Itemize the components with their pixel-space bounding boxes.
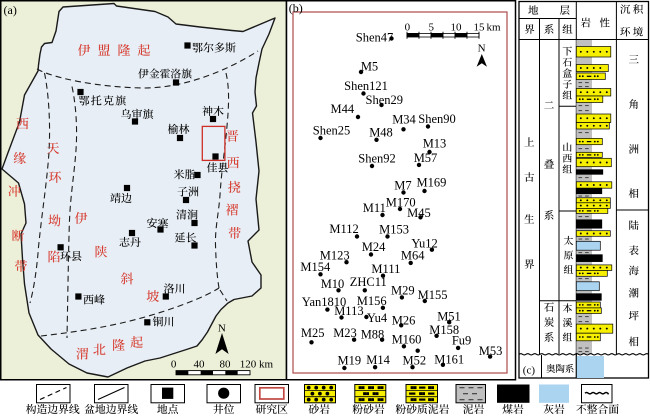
svg-text:M13: M13 bbox=[423, 137, 447, 151]
svg-text:M154: M154 bbox=[300, 260, 331, 274]
svg-text:km: km bbox=[259, 359, 274, 371]
svg-text:M153: M153 bbox=[379, 223, 409, 237]
svg-text:M34: M34 bbox=[392, 113, 416, 127]
svg-text:Fu9: Fu9 bbox=[452, 334, 471, 348]
svg-text:M161: M161 bbox=[434, 352, 464, 366]
svg-text:M57: M57 bbox=[414, 151, 438, 165]
svg-text:10: 10 bbox=[451, 22, 463, 34]
svg-text:M14: M14 bbox=[366, 353, 390, 367]
svg-text:M11: M11 bbox=[363, 201, 386, 215]
svg-text:Yan1810: Yan1810 bbox=[302, 295, 347, 309]
svg-text:M155: M155 bbox=[418, 288, 448, 302]
svg-text:Shen92: Shen92 bbox=[358, 152, 396, 166]
svg-text:M156: M156 bbox=[357, 294, 387, 308]
svg-text:M19: M19 bbox=[337, 354, 361, 368]
svg-text:M53: M53 bbox=[479, 344, 503, 358]
svg-text:Yu4: Yu4 bbox=[367, 311, 388, 325]
svg-text:M23: M23 bbox=[333, 326, 357, 340]
svg-text:Shen25: Shen25 bbox=[313, 123, 351, 137]
svg-text:(b): (b) bbox=[289, 1, 303, 15]
svg-text:0: 0 bbox=[171, 359, 177, 371]
svg-text:Shen90: Shen90 bbox=[418, 112, 456, 126]
svg-text:M111: M111 bbox=[371, 262, 400, 276]
svg-text:km: km bbox=[486, 22, 501, 34]
svg-text:M52: M52 bbox=[402, 354, 426, 368]
svg-text:M160: M160 bbox=[392, 333, 422, 347]
svg-text:M112: M112 bbox=[329, 222, 358, 236]
svg-text:80: 80 bbox=[220, 359, 232, 371]
svg-text:M170: M170 bbox=[386, 195, 416, 209]
svg-text:M5: M5 bbox=[361, 60, 378, 74]
svg-text:Yu12: Yu12 bbox=[411, 236, 437, 250]
svg-text:M48: M48 bbox=[369, 125, 393, 139]
svg-text:5: 5 bbox=[429, 22, 435, 34]
svg-text:M158: M158 bbox=[429, 323, 459, 337]
svg-text:40: 40 bbox=[194, 359, 206, 371]
svg-text:M44: M44 bbox=[330, 102, 354, 116]
svg-text:N: N bbox=[218, 323, 226, 335]
svg-text:15: 15 bbox=[474, 22, 486, 34]
svg-text:M113: M113 bbox=[334, 304, 363, 318]
svg-text:ZHC11: ZHC11 bbox=[350, 275, 387, 289]
svg-text:120: 120 bbox=[240, 359, 257, 371]
svg-text:M29: M29 bbox=[391, 283, 415, 297]
svg-text:0: 0 bbox=[405, 22, 411, 34]
svg-text:(c): (c) bbox=[523, 364, 536, 376]
svg-text:M64: M64 bbox=[401, 248, 425, 262]
svg-text:N: N bbox=[478, 43, 486, 55]
svg-text:M88: M88 bbox=[361, 327, 385, 341]
svg-text:(a): (a) bbox=[4, 3, 17, 17]
svg-text:M10: M10 bbox=[321, 277, 345, 291]
svg-text:M25: M25 bbox=[301, 326, 325, 340]
svg-text:Shen47: Shen47 bbox=[356, 31, 394, 45]
svg-text:Shen121: Shen121 bbox=[344, 79, 388, 93]
svg-text:M26: M26 bbox=[392, 314, 416, 328]
svg-text:M123: M123 bbox=[320, 249, 350, 263]
svg-text:Shen29: Shen29 bbox=[366, 93, 404, 107]
svg-text:M45: M45 bbox=[407, 206, 431, 220]
svg-text:M7: M7 bbox=[394, 178, 411, 192]
svg-text:M51: M51 bbox=[437, 310, 461, 324]
svg-text:M24: M24 bbox=[362, 240, 386, 254]
svg-text:M169: M169 bbox=[416, 176, 446, 190]
